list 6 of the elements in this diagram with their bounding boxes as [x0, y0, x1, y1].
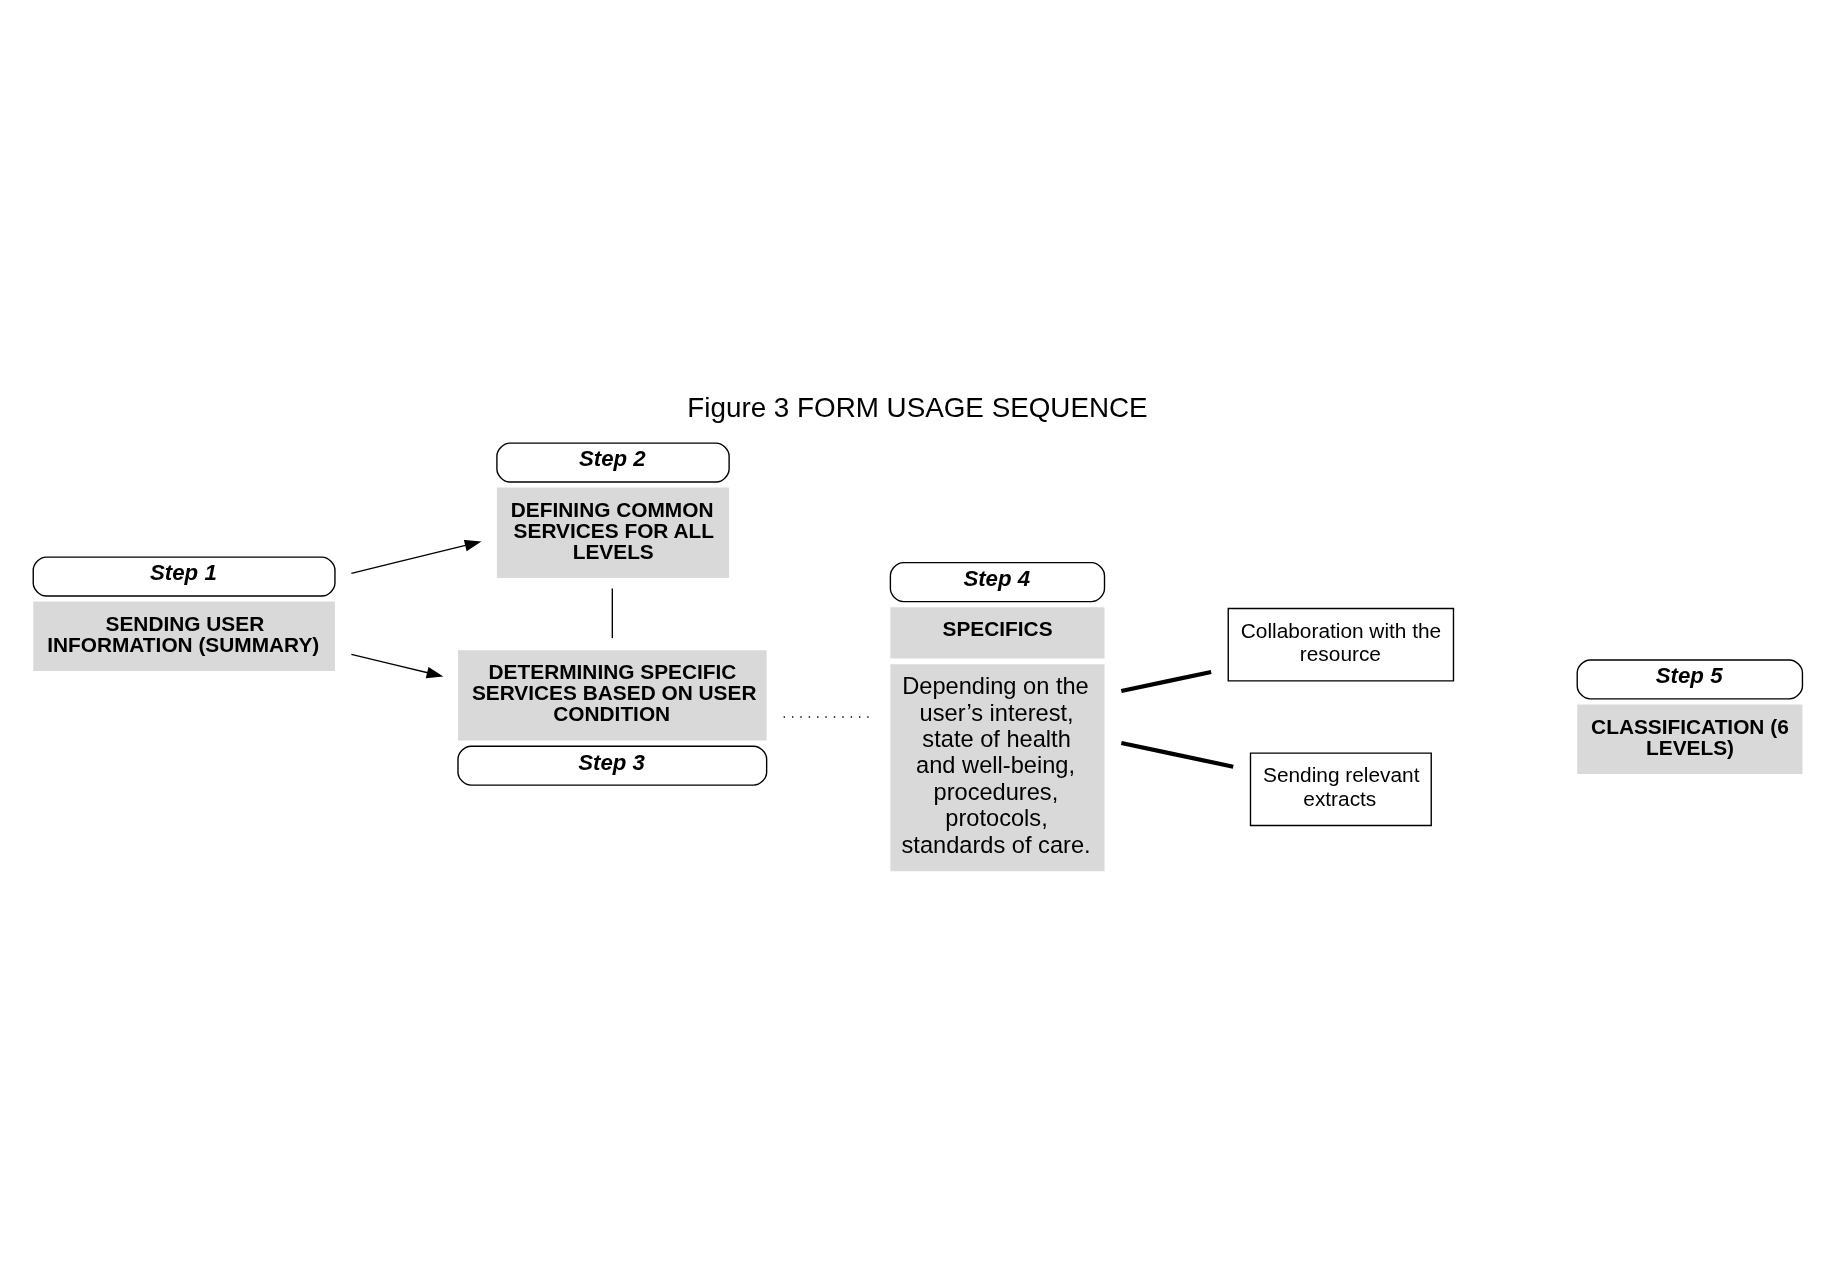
connector: [611, 587, 613, 639]
connector: [1120, 669, 1212, 693]
connector: [1120, 740, 1234, 769]
arrow: [350, 539, 481, 574]
diagram-title: Figure 3 FORM USAGE SEQUENCE: [686, 391, 1148, 423]
arrow: [350, 653, 443, 678]
